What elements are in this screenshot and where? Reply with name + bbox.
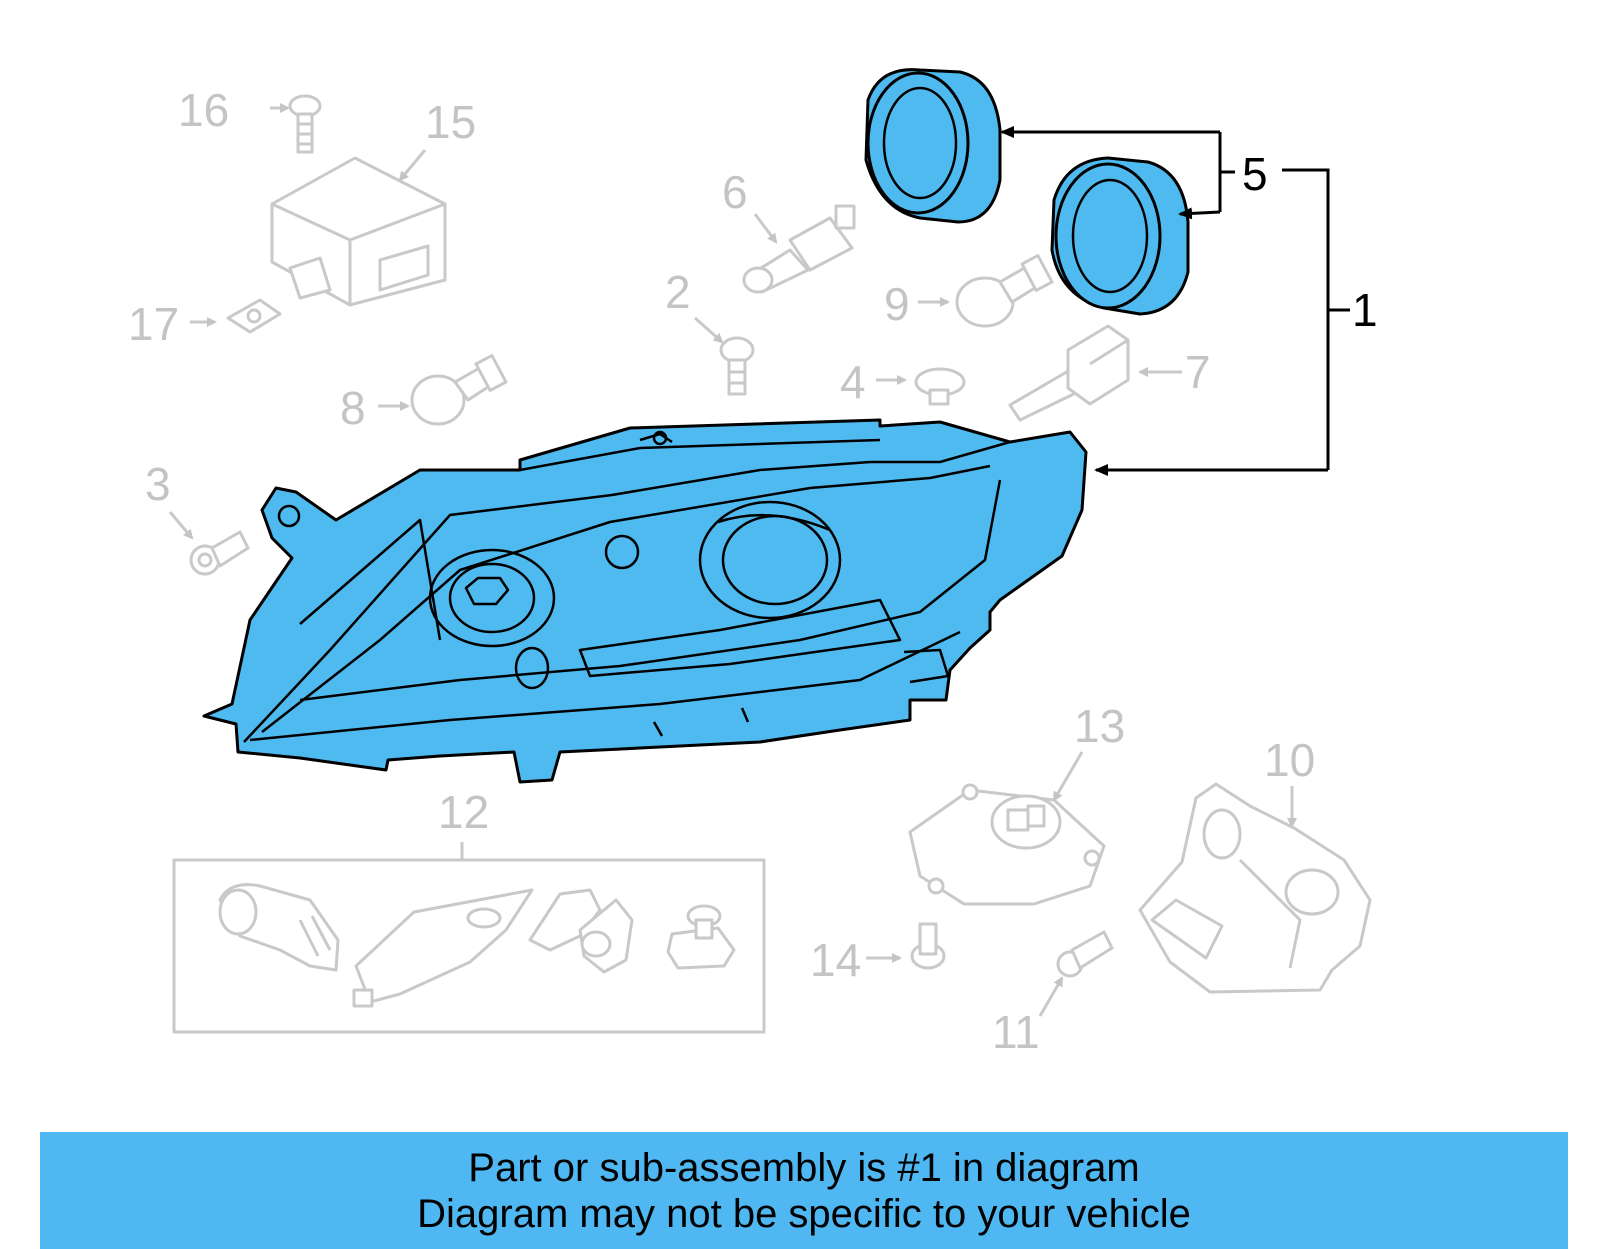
part-16-bolt[interactable] bbox=[270, 94, 322, 154]
callout-1-leader bbox=[1094, 168, 1350, 476]
callout-3: 3 bbox=[145, 458, 171, 510]
callout-4: 4 bbox=[840, 356, 866, 408]
part-10-bracket[interactable] bbox=[1138, 782, 1372, 994]
part-4-cap[interactable] bbox=[876, 367, 966, 406]
callout-14: 14 bbox=[810, 934, 861, 986]
part-17-clip-nut[interactable] bbox=[190, 298, 282, 334]
callout-13: 13 bbox=[1074, 700, 1125, 752]
callout-1: 1 bbox=[1352, 284, 1378, 336]
callout-15: 15 bbox=[425, 96, 476, 148]
part-14-screw[interactable] bbox=[866, 922, 946, 970]
part-13-ballast[interactable] bbox=[908, 751, 1106, 906]
callout-7: 7 bbox=[1185, 346, 1211, 398]
callout-8: 8 bbox=[340, 382, 366, 434]
dust-cap-upper[interactable] bbox=[864, 68, 1002, 224]
part-9-bulb[interactable] bbox=[918, 254, 1054, 328]
part-12-hardware-kit[interactable] bbox=[172, 842, 766, 1034]
part-5-dust-caps[interactable] bbox=[864, 68, 1235, 316]
banner-line-2: Diagram may not be specific to your vehi… bbox=[417, 1191, 1191, 1236]
part-8-bulb[interactable] bbox=[378, 354, 508, 426]
part-7-hid-bulb[interactable] bbox=[1008, 324, 1182, 422]
callout-5: 5 bbox=[1242, 148, 1268, 200]
callout-10: 10 bbox=[1264, 734, 1315, 786]
part-2-screw[interactable] bbox=[694, 316, 755, 396]
banner-line-1: Part or sub-assembly is #1 in diagram bbox=[468, 1145, 1140, 1190]
callout-2: 2 bbox=[665, 266, 691, 318]
callout-11: 11 bbox=[992, 1006, 1040, 1058]
dust-cap-lower[interactable] bbox=[1050, 156, 1190, 316]
part-11-screw[interactable] bbox=[1038, 930, 1114, 1017]
part-15-control-module[interactable] bbox=[270, 149, 447, 307]
callout-17: 17 bbox=[128, 298, 179, 350]
part-3-screw[interactable] bbox=[168, 511, 250, 576]
callout-12: 12 bbox=[438, 786, 489, 838]
callout-9: 9 bbox=[884, 278, 910, 330]
callout-16: 16 bbox=[178, 84, 229, 136]
callout-6: 6 bbox=[722, 166, 748, 218]
part-6-halogen-bulb[interactable] bbox=[742, 204, 856, 294]
part-1-headlamp-assembly[interactable] bbox=[202, 418, 1088, 784]
info-banner: Part or sub-assembly is #1 in diagram Di… bbox=[40, 1132, 1568, 1249]
